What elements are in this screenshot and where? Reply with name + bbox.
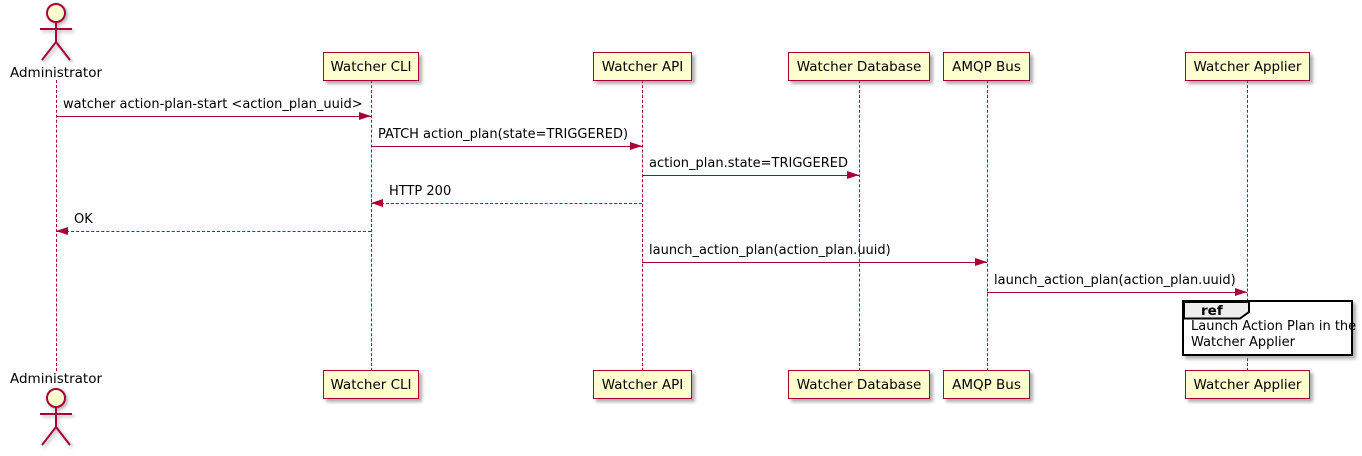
message-line-0 xyxy=(56,116,371,117)
ref-header-pentagon: ref xyxy=(1183,301,1250,320)
lifeline-amqp-bus xyxy=(987,80,988,371)
ref-text: Launch Action Plan in the Watcher Applie… xyxy=(1191,319,1357,350)
arrowhead-1 xyxy=(630,142,642,150)
message-label-4: OK xyxy=(74,212,93,227)
participant-label: Watcher Database xyxy=(796,376,922,393)
message-label-5: launch_action_plan(action_plan.uuid) xyxy=(649,243,891,258)
participant-label: Watcher Database xyxy=(796,58,922,75)
arrowhead-5 xyxy=(975,258,987,266)
participant-top-watcher-cli: Watcher CLI xyxy=(323,52,419,81)
message-label-6: launch_action_plan(action_plan.uuid) xyxy=(994,273,1236,288)
ref-keyword: ref xyxy=(1201,303,1223,319)
message-label-2: action_plan.state=TRIGGERED xyxy=(649,156,848,171)
actor-figure-bottom-administrator xyxy=(33,387,79,453)
actor-figure-top-administrator xyxy=(33,2,79,68)
participant-label: Watcher Applier xyxy=(1193,58,1302,75)
participant-top-watcher-applier: Watcher Applier xyxy=(1185,52,1310,81)
lifeline-administrator xyxy=(56,80,57,371)
participant-bottom-watcher-applier: Watcher Applier xyxy=(1185,370,1310,399)
arrowhead-2 xyxy=(847,171,859,179)
participant-label: Watcher CLI xyxy=(330,58,412,75)
arrowhead-6 xyxy=(1235,288,1247,296)
message-line-3 xyxy=(371,203,642,204)
lifeline-watcher-api xyxy=(642,80,643,371)
actor-icon xyxy=(40,388,72,446)
participant-bottom-amqp-bus: AMQP Bus xyxy=(943,370,1030,399)
actor-icon xyxy=(40,3,72,61)
participant-bottom-watcher-api: Watcher API xyxy=(593,370,692,399)
message-label-3: HTTP 200 xyxy=(389,184,452,199)
lifeline-watcher-database xyxy=(859,80,860,371)
participant-bottom-watcher-cli: Watcher CLI xyxy=(323,370,419,399)
message-line-4 xyxy=(56,231,371,232)
arrowhead-3 xyxy=(371,199,383,207)
message-label-1: PATCH action_plan(state=TRIGGERED) xyxy=(378,127,629,142)
participant-label: Watcher Applier xyxy=(1193,376,1302,393)
arrowhead-4 xyxy=(56,227,68,235)
lifeline-watcher-cli xyxy=(371,80,372,371)
arrowhead-0 xyxy=(359,112,371,120)
lifeline-watcher-applier xyxy=(1247,80,1248,371)
participant-bottom-watcher-database: Watcher Database xyxy=(788,370,930,399)
participant-label: Watcher CLI xyxy=(330,376,412,393)
message-line-2 xyxy=(642,175,859,176)
actor-label-bottom-administrator: Administrator xyxy=(9,371,103,387)
message-line-5 xyxy=(642,262,987,263)
message-label-0: watcher action-plan-start <action_plan_u… xyxy=(63,97,363,112)
participant-top-amqp-bus: AMQP Bus xyxy=(943,52,1030,81)
participant-top-watcher-database: Watcher Database xyxy=(788,52,930,81)
participant-label: AMQP Bus xyxy=(952,58,1021,75)
message-line-6 xyxy=(987,292,1247,293)
participant-label: AMQP Bus xyxy=(952,376,1021,393)
participant-label: Watcher API xyxy=(601,58,684,75)
actor-label-top-administrator: Administrator xyxy=(9,65,103,81)
participant-top-watcher-api: Watcher API xyxy=(593,52,692,81)
message-line-1 xyxy=(371,146,642,147)
participant-label: Watcher API xyxy=(601,376,684,393)
